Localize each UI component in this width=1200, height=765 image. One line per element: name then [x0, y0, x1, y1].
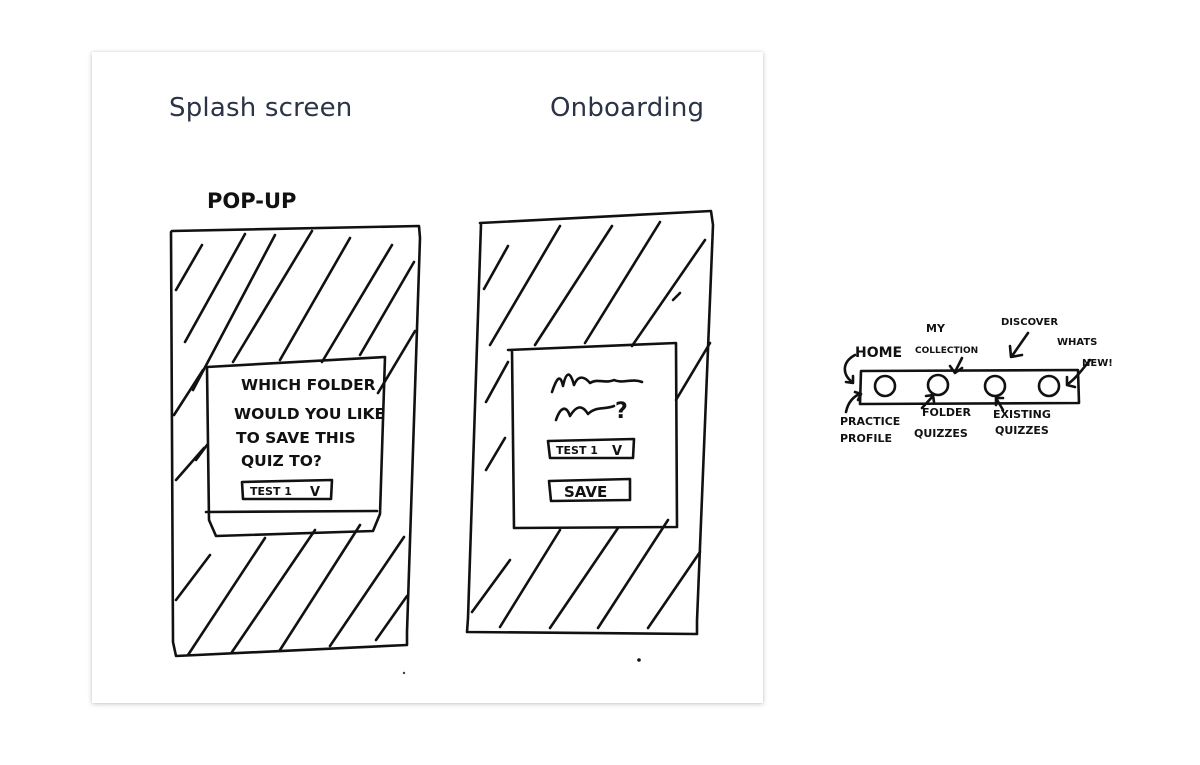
- right-phone-sketch: [465, 209, 715, 636]
- folder-arrow-icon: [920, 393, 936, 410]
- popup-label: POP-UP: [207, 189, 296, 213]
- ink-dot: [402, 671, 406, 675]
- right-save-label: SAVE: [564, 483, 607, 501]
- nav-label-existing-quizzes: QUIZZES: [995, 424, 1049, 437]
- nav-label-collection: COLLECTION: [915, 346, 978, 356]
- left-phone-sketch: [169, 224, 422, 658]
- practice-arrow-icon: [844, 390, 863, 414]
- right-save-button-box: [547, 477, 632, 503]
- right-dialog-box: [506, 341, 679, 530]
- right-dropdown-chevron: V: [612, 444, 622, 459]
- dialog-line-1: WHICH FOLDER: [241, 376, 376, 394]
- dialog-line-2: WOULD YOU LIKE: [234, 405, 385, 423]
- circle-icon: [926, 373, 950, 397]
- nav-label-discover: DISCOVER: [1001, 317, 1058, 328]
- nav-label-whats: WHATS: [1057, 337, 1097, 348]
- nav-label-existing: EXISTING: [993, 408, 1051, 421]
- circle-icon: [983, 374, 1007, 398]
- nav-label-home: HOME: [855, 345, 902, 361]
- left-dropdown-box: [240, 478, 334, 501]
- splash-screen-caption: Splash screen: [169, 93, 353, 123]
- whats-new-arrow-icon: [1065, 358, 1092, 389]
- navbar-sketch: [843, 331, 1092, 414]
- dialog-line-3: TO SAVE THIS: [236, 429, 356, 447]
- right-phone-frame: [465, 209, 715, 636]
- discover-arrow-icon: [1008, 331, 1030, 359]
- circle-icon: [1037, 374, 1061, 398]
- nav-label-my: MY: [926, 322, 946, 335]
- nav-label-practice: PRACTICE: [840, 415, 900, 428]
- right-dropdown-value: TEST 1: [556, 444, 598, 457]
- sketch-card: [92, 52, 763, 703]
- nav-label-new: NEW!: [1082, 358, 1113, 369]
- circle-icon: [873, 374, 897, 398]
- nav-label-folder: FOLDER: [922, 406, 972, 419]
- collection-arrow-icon: [948, 356, 964, 375]
- left-dropdown-value: TEST 1: [250, 485, 292, 498]
- left-dropdown-chevron: V: [310, 485, 320, 500]
- squiggle-line-1: [550, 373, 644, 394]
- ink-dot: [637, 658, 641, 662]
- nav-label-profile: PROFILE: [840, 432, 892, 445]
- home-arrow-icon: [843, 353, 857, 385]
- dialog-line-4: QUIZ TO?: [241, 452, 322, 470]
- squiggle-question-mark: ?: [615, 399, 628, 424]
- squiggle-line-2: [554, 404, 616, 422]
- existing-arrow-icon: [994, 396, 1005, 412]
- onboarding-caption: Onboarding: [550, 93, 705, 123]
- left-dialog-box: [205, 355, 387, 538]
- left-phone-frame: [169, 224, 422, 658]
- right-dropdown-box: [546, 437, 636, 460]
- nav-label-folder-quizzes: QUIZZES: [914, 427, 968, 440]
